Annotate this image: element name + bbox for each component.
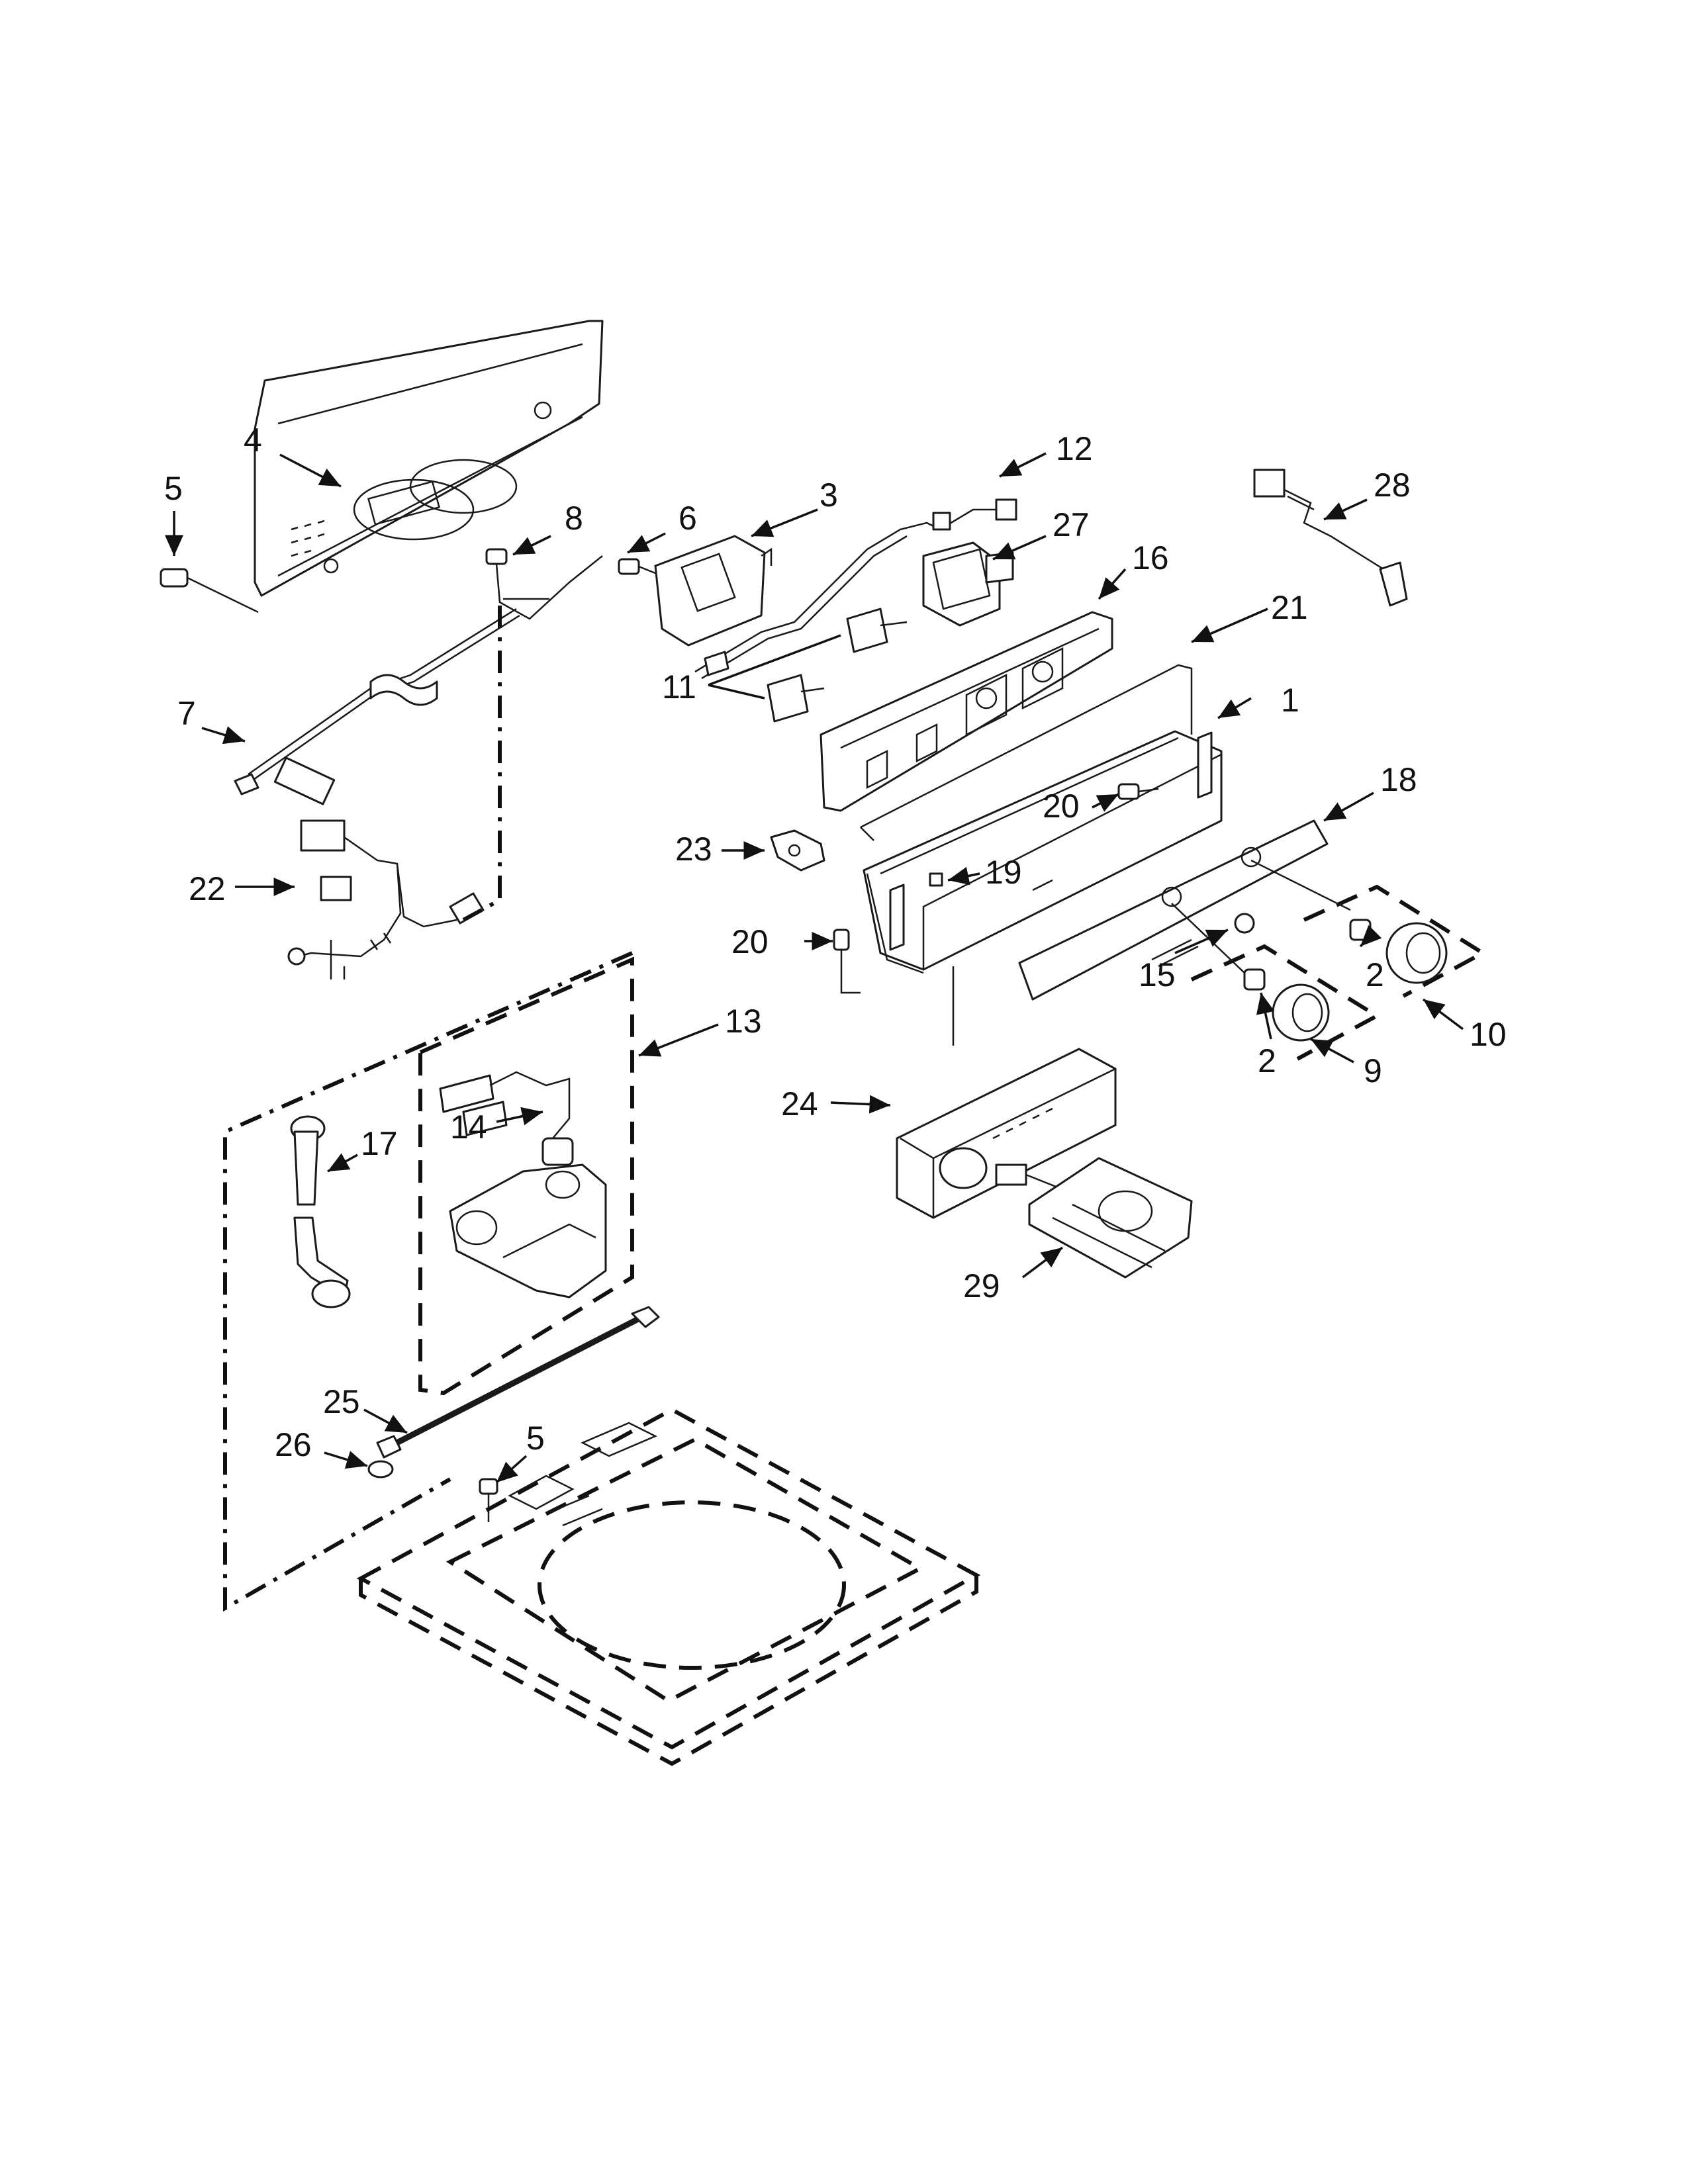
- console-panel-part-16: [820, 611, 1113, 812]
- callout-8: 8: [565, 500, 583, 537]
- washer-top-frame: [356, 1407, 981, 1766]
- callout-7: 7: [177, 695, 196, 732]
- callout-9: 9: [1364, 1052, 1382, 1089]
- cord-boundary-line: [462, 606, 502, 922]
- valve-assembly-part-13: [418, 956, 634, 1396]
- knob-part-10: [1303, 884, 1487, 998]
- callout-19: 19: [985, 854, 1022, 891]
- callout-29: 29: [963, 1267, 1000, 1304]
- callout-6: 6: [679, 500, 697, 537]
- knob-part-9: [1190, 944, 1381, 1061]
- wire-harness-part-28: [1253, 469, 1408, 607]
- screw-part-15: [1234, 913, 1255, 934]
- screw-part-20b: [833, 929, 861, 994]
- callout-1: 1: [1281, 682, 1299, 719]
- console-part-1: [863, 730, 1223, 974]
- callout-20b: 20: [731, 923, 769, 960]
- callout-27: 27: [1053, 506, 1090, 543]
- clamp-part-26: [367, 1460, 394, 1479]
- callout-14: 14: [450, 1109, 487, 1146]
- wire-harness-part-22: [287, 819, 485, 979]
- callout-26: 26: [275, 1426, 312, 1463]
- callout-12: 12: [1056, 430, 1093, 467]
- callout-3: 3: [820, 477, 838, 514]
- sensor-board-part-29: [995, 1157, 1193, 1279]
- wire-frame-part-21: [860, 664, 1193, 841]
- wire-harness-part-12: [694, 498, 1017, 680]
- hose-part-17: [290, 1115, 351, 1308]
- callout-5b: 5: [526, 1420, 545, 1457]
- control-board-part-24: [896, 966, 1117, 1219]
- screw-part-6: [618, 558, 656, 575]
- knob-shaft-line: [1250, 859, 1351, 911]
- screw-part-5a: [160, 568, 259, 614]
- clip-part-23: [770, 829, 825, 872]
- callout-15: 15: [1139, 956, 1176, 993]
- module-part-27: [922, 541, 1014, 627]
- callout-leaders: [165, 452, 1464, 1484]
- clip-part-19: [929, 872, 943, 887]
- valve-part-14: [439, 1071, 574, 1166]
- screw-part-5b: [479, 1478, 498, 1522]
- callout-10: 10: [1470, 1016, 1507, 1053]
- callout-5a: 5: [164, 470, 183, 507]
- ground-screw-part-8: [485, 548, 603, 620]
- fill-hose-part-25: [376, 1306, 660, 1459]
- callout-17: 17: [361, 1125, 398, 1162]
- callout-22: 22: [189, 870, 226, 907]
- switches-part-11: [767, 608, 908, 723]
- callout-23: 23: [675, 831, 712, 868]
- callout-21: 21: [1271, 589, 1308, 626]
- callout-2b: 2: [1258, 1042, 1276, 1079]
- overlay-part-18: [1018, 819, 1329, 1001]
- callout-24: 24: [781, 1085, 818, 1122]
- assembly-boundary-line: [223, 951, 633, 1612]
- callout-4: 4: [244, 422, 262, 459]
- power-cord-part-7: [234, 608, 520, 805]
- rear-panel-part-4: [254, 320, 604, 597]
- screw-part-20a: [1117, 783, 1159, 800]
- callout-16: 16: [1132, 539, 1169, 576]
- callout-28: 28: [1374, 467, 1411, 504]
- bracket-part-3: [654, 535, 773, 647]
- callout-20a: 20: [1043, 788, 1080, 825]
- callout-18: 18: [1380, 761, 1417, 798]
- callout-25: 25: [323, 1383, 360, 1420]
- callout-13: 13: [725, 1003, 762, 1040]
- callout-2a: 2: [1366, 956, 1384, 993]
- callout-11: 11: [662, 668, 696, 705]
